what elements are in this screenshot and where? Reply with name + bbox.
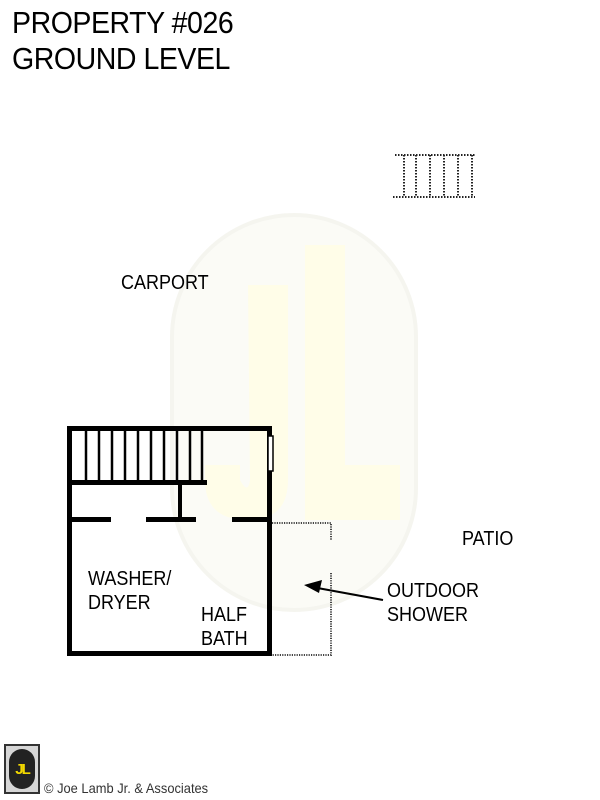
outdoor-shower-label-line2: SHOWER bbox=[387, 604, 468, 626]
page-title-line1: PROPERTY #026 bbox=[12, 5, 234, 40]
copyright-text: © Joe Lamb Jr. & Associates bbox=[44, 780, 209, 796]
half-bath-label-line1: HALF bbox=[201, 604, 248, 626]
interior-stairs bbox=[84, 430, 204, 481]
building-walls bbox=[67, 426, 272, 656]
outdoor-shower-label-line1: OUTDOOR bbox=[387, 580, 479, 602]
half-bath-label-line2: BATH bbox=[201, 628, 248, 650]
company-logo: JL bbox=[4, 744, 40, 794]
footer: JL © Joe Lamb Jr. & Associates bbox=[4, 744, 222, 796]
shower-arrow bbox=[304, 580, 384, 601]
logo-jl-icon: JL bbox=[9, 749, 35, 789]
page-title-line2: GROUND LEVEL bbox=[12, 41, 230, 76]
washer-dryer-label-line1: WASHER/ bbox=[88, 568, 172, 590]
washer-dryer-label-line2: DRYER bbox=[88, 592, 151, 614]
exterior-stairs bbox=[393, 154, 475, 198]
carport-label: CARPORT bbox=[121, 272, 209, 294]
window bbox=[267, 435, 274, 472]
outdoor-shower-enclosure bbox=[272, 522, 332, 656]
patio-label: PATIO bbox=[462, 528, 514, 550]
